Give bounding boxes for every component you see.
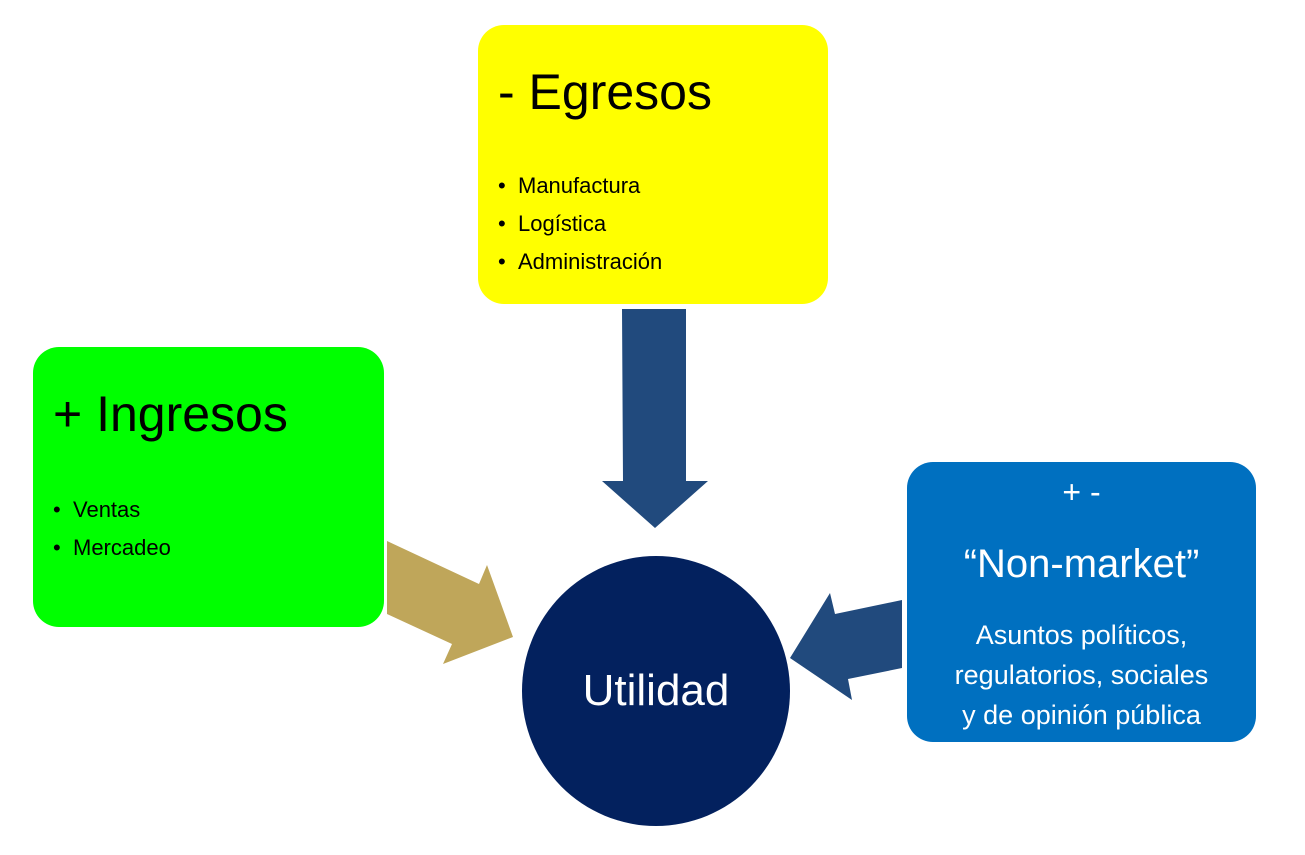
ingresos-box: + Ingresos Ventas Mercadeo <box>33 347 384 627</box>
list-item: Administración <box>498 243 662 281</box>
ingresos-list: Ventas Mercadeo <box>53 491 171 567</box>
egresos-list: Manufactura Logística Administración <box>498 167 662 281</box>
nonmarket-box: + - “Non-market” Asuntos políticos, regu… <box>907 462 1256 742</box>
nonmarket-line: y de opinión pública <box>962 700 1201 730</box>
arrow-egresos-to-utilidad <box>602 309 708 528</box>
utilidad-circle: Utilidad <box>522 556 790 826</box>
nonmarket-title: “Non-market” <box>963 542 1200 586</box>
egresos-title: - Egresos <box>498 64 712 120</box>
list-item: Logística <box>498 205 662 243</box>
list-item: Ventas <box>53 491 171 529</box>
list-item: Mercadeo <box>53 529 171 567</box>
arrow-nonmarket-to-utilidad <box>790 593 902 700</box>
utilidad-label: Utilidad <box>582 666 730 715</box>
ingresos-title: + Ingresos <box>53 386 288 442</box>
list-item: Manufactura <box>498 167 662 205</box>
nonmarket-line: regulatorios, sociales <box>954 660 1209 690</box>
nonmarket-sign: + - <box>1062 474 1101 510</box>
nonmarket-line: Asuntos políticos, <box>975 620 1188 650</box>
arrow-ingresos-to-utilidad <box>387 541 513 664</box>
egresos-box: - Egresos Manufactura Logística Administ… <box>478 25 828 304</box>
